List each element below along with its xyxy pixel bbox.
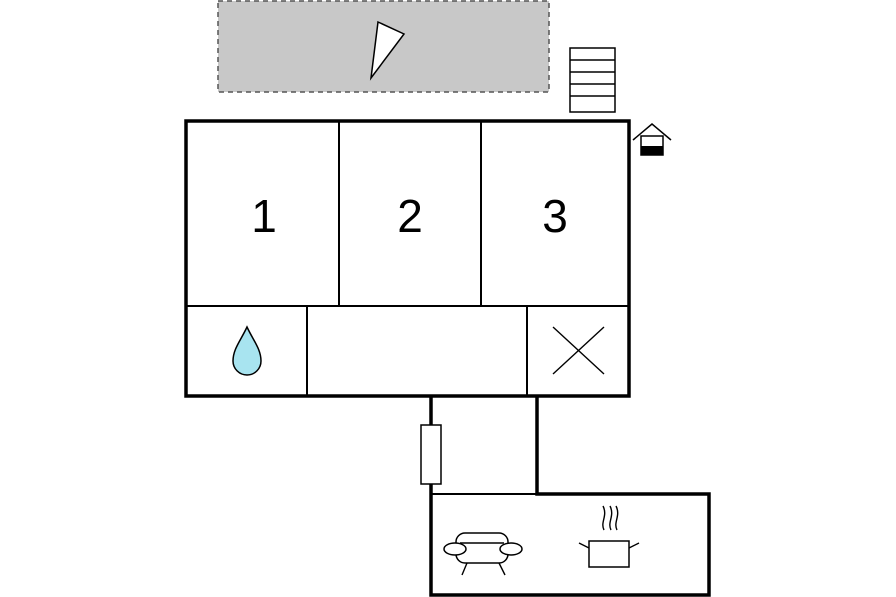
extension-walls xyxy=(429,396,711,597)
main-building-walls xyxy=(184,119,631,398)
terrace-compass-icon xyxy=(369,20,406,81)
water-drop-icon xyxy=(232,325,262,376)
house-entrance-icon xyxy=(632,123,672,156)
room-label-2: 2 xyxy=(397,190,423,242)
sofa-icon xyxy=(443,532,523,576)
terrace xyxy=(217,0,550,93)
stairs-icon xyxy=(569,47,616,113)
room-label-3: 3 xyxy=(542,190,568,242)
door-icon xyxy=(420,424,442,485)
cooking-pot-icon xyxy=(578,505,640,568)
cross-icon xyxy=(552,326,605,375)
room-label-1: 1 xyxy=(251,190,277,242)
